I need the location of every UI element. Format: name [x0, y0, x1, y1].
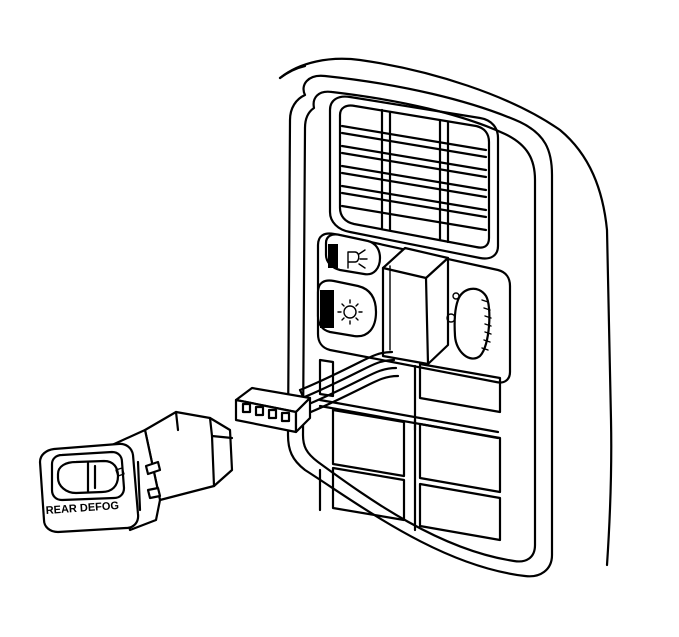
harness-connector	[234, 386, 312, 434]
dimmer-knob	[446, 287, 492, 360]
headlamp-switch-cluster	[316, 232, 512, 384]
air-vent	[328, 95, 500, 260]
park-lamp-icon	[347, 249, 368, 269]
switch-openings	[318, 358, 502, 542]
wire-harness	[234, 350, 400, 434]
instrument-panel-bezel	[278, 57, 613, 578]
park-lamp-button	[324, 233, 382, 276]
rear-defog-label: REAR DEFOG	[45, 500, 119, 517]
rear-defog-switch: REAR DEFOG	[38, 410, 234, 534]
headlamp-button	[316, 279, 378, 338]
headlamp-icon	[337, 299, 363, 325]
